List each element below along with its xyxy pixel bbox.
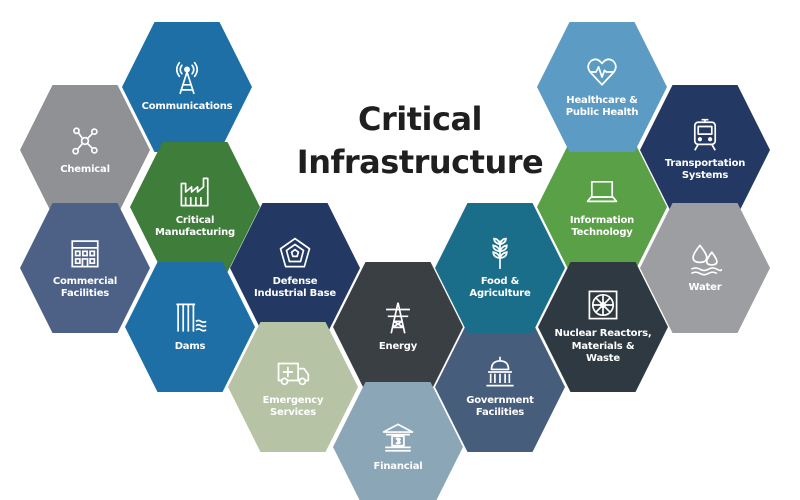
train-icon: [693, 118, 717, 151]
sector-label: Dams: [174, 340, 206, 352]
sector-label: Commercial Facilities: [52, 275, 118, 300]
sector-transportation-systems: Transportation Systems: [640, 85, 770, 215]
office-building-icon: [71, 239, 99, 267]
sector-label: Government Facilities: [466, 394, 534, 419]
sector-label: Financial: [373, 460, 423, 472]
sector-label: Water: [688, 281, 722, 293]
sector-information-technology: Information Technology: [537, 142, 667, 272]
pentagon-icon: [279, 237, 311, 267]
sector-critical-manufacturing: Critical Manufacturing: [130, 142, 260, 272]
sector-nuclear-reactors: Nuclear Reactors, Materials & Waste: [538, 262, 668, 392]
sector-label: Food & Agriculture: [469, 275, 531, 300]
factory-icon: [180, 177, 209, 206]
sector-label: Critical Manufacturing: [155, 214, 235, 239]
water-drops-icon: [690, 244, 722, 276]
sector-label: Transportation Systems: [664, 157, 746, 182]
heart-pulse-icon: [587, 57, 617, 86]
sector-label: Emergency Services: [262, 394, 324, 419]
sector-label: Chemical: [60, 163, 110, 175]
wheat-icon: [492, 237, 508, 269]
laptop-icon: [586, 180, 618, 202]
radiation-icon: [588, 290, 618, 320]
molecule-icon: [72, 127, 98, 155]
ambulance-icon: [277, 362, 310, 385]
bank-icon: [382, 423, 414, 452]
sector-label: Communications: [141, 100, 233, 112]
capitol-dome-icon: [486, 356, 514, 386]
sector-chemical: Chemical: [20, 85, 150, 215]
title-line-1: Critical: [357, 100, 483, 138]
power-pylon-icon: [386, 302, 410, 334]
sector-label: Defense Industrial Base: [254, 275, 336, 300]
sector-water: Water: [640, 203, 770, 333]
radio-tower-icon: [175, 61, 199, 94]
sector-label: Nuclear Reactors, Materials & Waste: [554, 328, 652, 365]
sector-commercial-facilities: Commercial Facilities: [20, 203, 150, 333]
sector-healthcare-public-health: Healthcare & Public Health: [537, 22, 667, 152]
sector-label: Healthcare & Public Health: [565, 94, 639, 119]
dam-icon: [176, 303, 207, 332]
sector-label: Energy: [378, 340, 418, 352]
sector-dams: Dams: [125, 262, 255, 392]
title-line-2: Infrastructure: [296, 143, 544, 181]
sector-label: Information Technology: [569, 214, 635, 239]
sector-communications: Communications: [122, 22, 252, 152]
